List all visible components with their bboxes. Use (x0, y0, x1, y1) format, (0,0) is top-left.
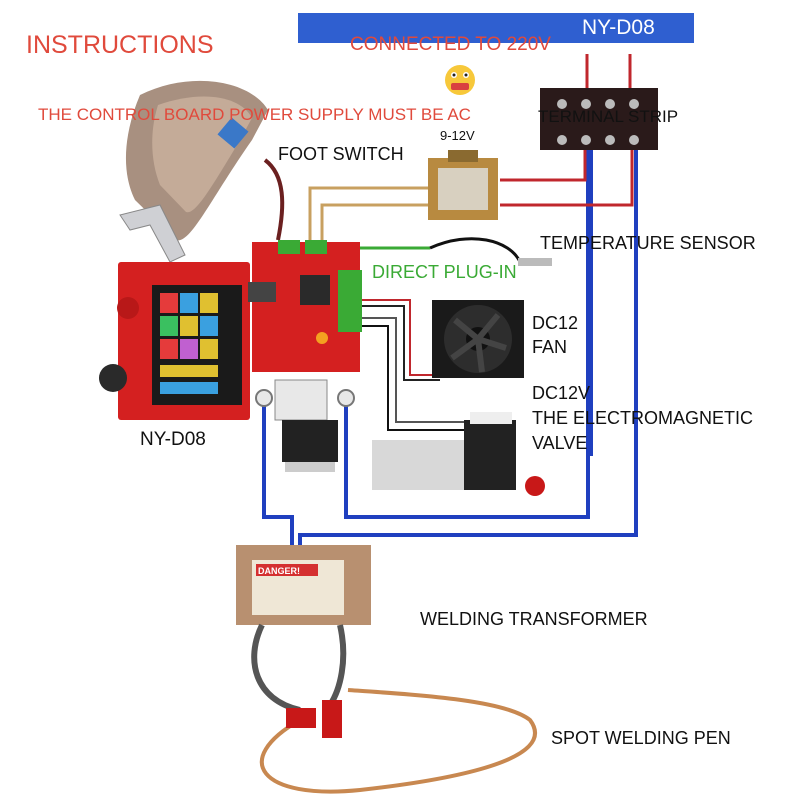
model-banner (298, 13, 694, 43)
foot-switch-cable (263, 158, 285, 241)
fan (432, 300, 524, 378)
warning-emoji (445, 65, 475, 95)
instructions-title: INSTRUCTIONS (26, 31, 214, 59)
power-supply-note: THE CONTROL BOARD POWER SUPPLY MUST BE A… (38, 105, 471, 124)
valve-label-line3: VALVE (532, 433, 588, 453)
temperature-sensor-label: TEMPERATURE SENSOR (540, 233, 756, 253)
controller-display (99, 204, 250, 420)
blue-wires (262, 150, 638, 550)
valve-label-line1: DC12V (532, 383, 591, 403)
voltage-label: 9-12V (440, 128, 475, 143)
connected-220v-label: CONNECTED TO 220V (350, 34, 551, 55)
transformer-wires (308, 186, 428, 240)
relay-module (274, 379, 338, 472)
welding-pen (259, 688, 537, 794)
fan-label-line1: DC12 (532, 313, 579, 333)
device-wires (360, 299, 480, 431)
welding-transformer (236, 545, 371, 713)
control-board (248, 240, 362, 407)
terminal-strip (540, 88, 658, 150)
danger-sticker: DANGER! (258, 566, 300, 576)
terminal-strip-label: TERMINAL STRIP (538, 107, 679, 126)
direct-plug-label: DIRECT PLUG-IN (372, 262, 517, 282)
valve-label-line2: THE ELECTROMAGNETIC (532, 408, 754, 428)
model-banner-label: NY-D08 (582, 16, 655, 39)
foot-switch (125, 80, 268, 241)
foot-switch-label: FOOT SWITCH (278, 144, 404, 164)
small-transformer (428, 150, 498, 220)
solenoid-valve (372, 412, 545, 496)
device-model-label: NY-D08 (140, 429, 206, 450)
welding-transformer-label: WELDING TRANSFORMER (420, 609, 648, 629)
temperature-sensor (429, 237, 552, 266)
spot-welding-pen-label: SPOT WELDING PEN (551, 728, 731, 748)
fan-label-line2: FAN (532, 337, 568, 357)
